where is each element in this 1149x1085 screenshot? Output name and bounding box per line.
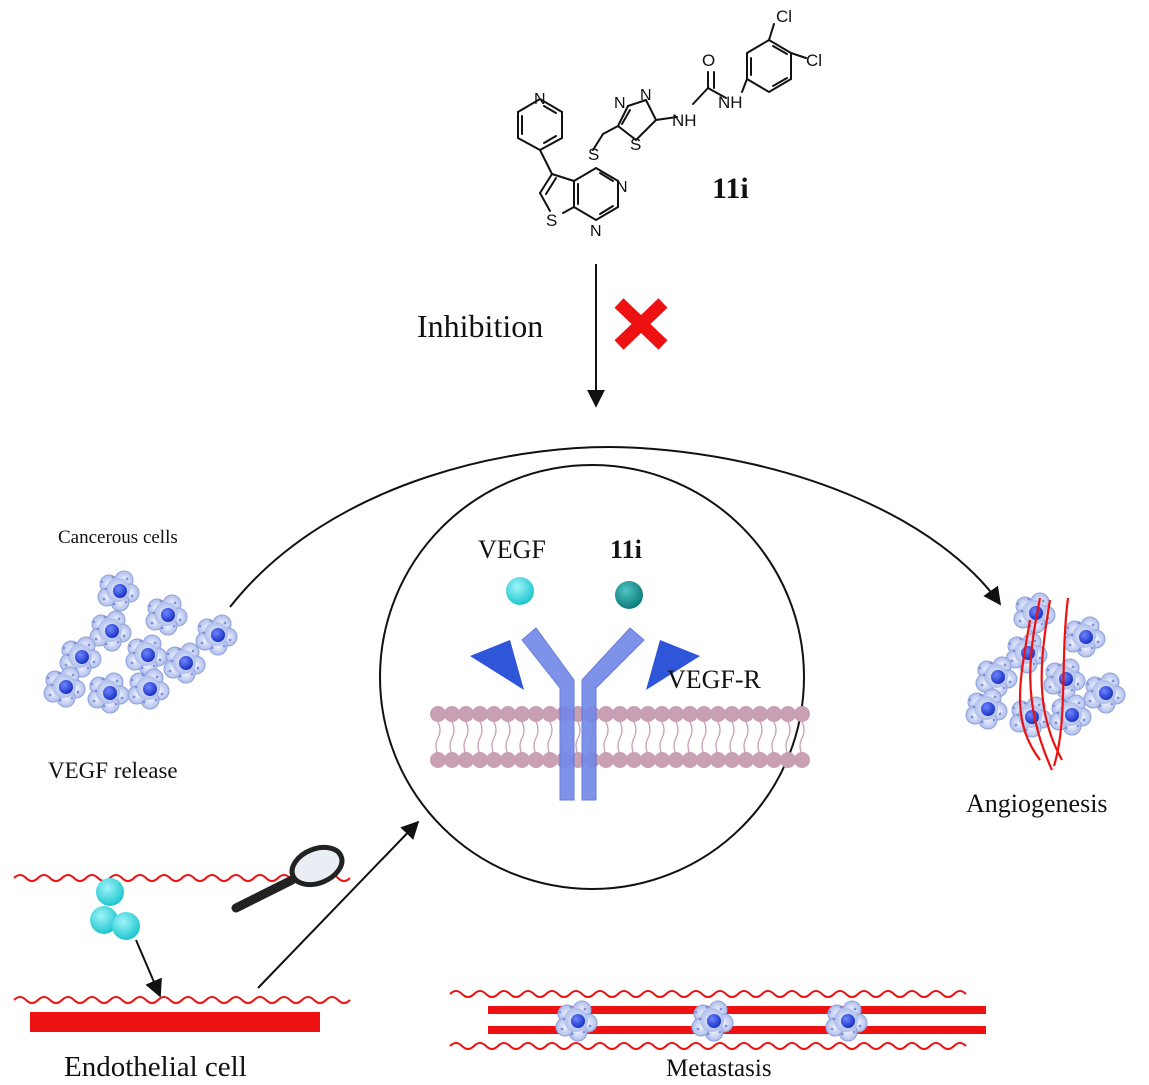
receptor-zoom-arrow — [257, 820, 420, 989]
atom-cl-right: Cl — [806, 51, 822, 70]
atom-n-pyridine: N — [534, 91, 546, 108]
receptor-zoom-circle — [379, 464, 805, 890]
metastasis-vessel-bottom — [449, 1042, 967, 1050]
cancerous-cell-cluster — [43, 570, 238, 714]
vegf-label: VEGF — [478, 535, 546, 564]
red-cross-icon — [614, 298, 668, 350]
angiogenesis-arrow — [229, 446, 1002, 608]
compound-atom-labels: Cl Cl NH O NH N N S S N N N S — [534, 7, 822, 240]
atom-o: O — [702, 51, 715, 70]
magnifier-icon — [231, 844, 345, 913]
metastasis-label: Metastasis — [666, 1055, 772, 1082]
compound-11i-structure — [517, 23, 807, 222]
endothelial-cell-label: Endothelial cell — [64, 1051, 247, 1083]
angiogenesis-label: Angiogenesis — [966, 789, 1108, 818]
metastasis-vessel-top — [449, 990, 967, 998]
atom-n-pyrimidine-2: N — [590, 223, 602, 240]
vegf-receptor — [470, 627, 700, 801]
atom-nh-top: NH — [718, 93, 743, 112]
metastasis-vessel-band-2 — [488, 1026, 986, 1034]
cancerous-cells-label: Cancerous cells — [58, 527, 178, 548]
inhibition-label: Inhibition — [417, 308, 543, 344]
atom-s-linker: S — [588, 145, 599, 164]
atom-n-thiadiazole-2: N — [614, 95, 626, 112]
blood-vessel-sprouts — [1018, 597, 1070, 771]
atom-n-pyrimidine-1: N — [616, 179, 628, 196]
endothelial-cell-body — [30, 1012, 320, 1032]
vegf-release-label: VEGF release — [48, 758, 178, 783]
atom-s-thiophene: S — [546, 211, 557, 230]
atom-nh-bottom: NH — [672, 111, 697, 130]
inhibitor-label: 11i — [610, 535, 642, 564]
endothelial-membrane — [13, 996, 351, 1004]
atom-s-thiadiazole: S — [630, 135, 641, 154]
metastasis-vessel-band-1 — [488, 1006, 986, 1014]
vegf-binding-arrow — [135, 939, 162, 998]
inhibitor-molecule — [615, 581, 643, 609]
atom-cl-top: Cl — [776, 7, 792, 26]
vegf-dimer — [90, 878, 140, 940]
cell-membrane — [430, 706, 810, 768]
compound-label: 11i — [712, 172, 749, 205]
vegf-r-label: VEGF-R — [667, 665, 762, 694]
vegf-molecule — [506, 577, 534, 605]
atom-n-thiadiazole-1: N — [640, 87, 652, 104]
